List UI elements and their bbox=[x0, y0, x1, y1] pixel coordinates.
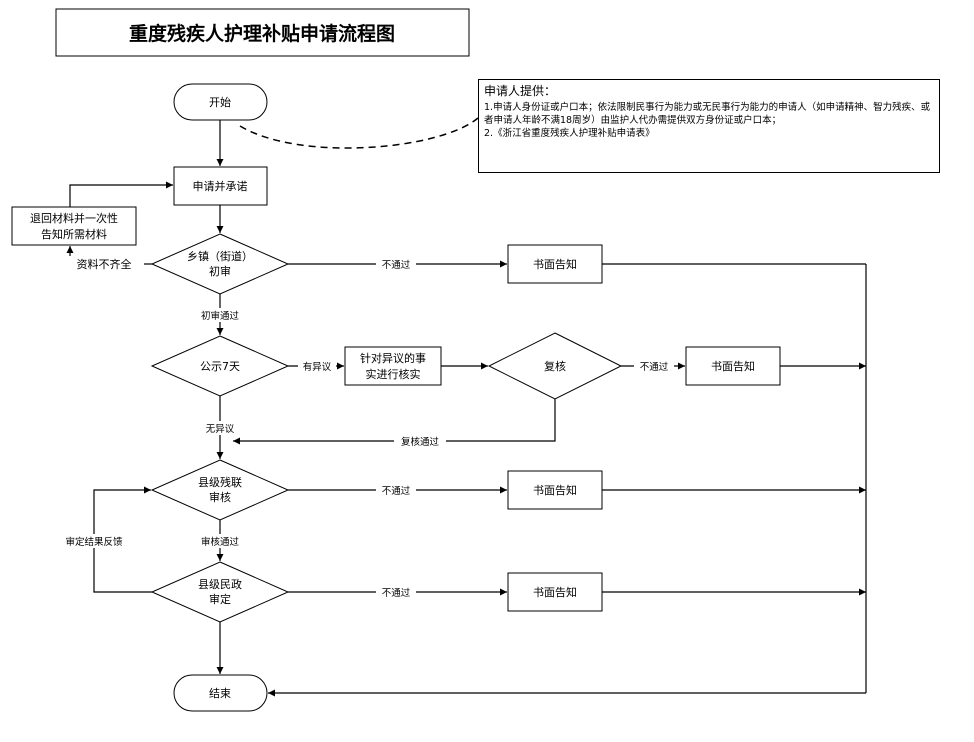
county-civil-label-2: 审定 bbox=[209, 592, 231, 606]
label-fail-1: 不通过 bbox=[382, 259, 411, 271]
arrow-recheck-pass bbox=[233, 399, 556, 445]
note-item-2: 2.《浙江省重度残疾人护理补贴申请表》 bbox=[484, 128, 655, 139]
label-recheck-pass: 复核通过 bbox=[401, 436, 440, 448]
label-first-pass: 初审通过 bbox=[201, 310, 240, 322]
county-civil-diamond bbox=[150, 561, 290, 623]
town-review-diamond bbox=[150, 233, 290, 295]
verify-node bbox=[344, 346, 442, 386]
town-label-1: 乡镇（街道） bbox=[187, 249, 253, 263]
label-fail-4: 不通过 bbox=[382, 587, 411, 599]
title-box bbox=[55, 8, 470, 57]
verify-label-2: 实进行核实 bbox=[366, 367, 421, 381]
written-notice-3 bbox=[507, 470, 603, 510]
written-notice-3-label: 书面告知 bbox=[533, 483, 577, 497]
end-node bbox=[173, 674, 268, 712]
note-heading: 申请人提供： bbox=[484, 84, 557, 98]
applicant-requirements-note: 申请人提供： 1.申请人身份证或户口本；依法限制民事行为能力或无民事行为能力的申… bbox=[478, 79, 940, 173]
label-incomplete: 资料不齐全 bbox=[77, 257, 132, 271]
apply-node bbox=[173, 166, 268, 206]
verify-label-1: 针对异议的事 bbox=[360, 351, 426, 365]
label-fail-2: 不通过 bbox=[640, 361, 669, 373]
county-dpf-diamond bbox=[150, 459, 290, 521]
written-notice-2 bbox=[685, 346, 781, 386]
label-no-objection: 无异议 bbox=[206, 424, 235, 435]
town-label-2: 初审 bbox=[209, 264, 231, 278]
return-label-1: 退回材料并一次性 bbox=[30, 211, 118, 225]
return-node bbox=[11, 206, 137, 246]
apply-label: 申请并承诺 bbox=[193, 179, 248, 193]
county-dpf-label-1: 县级残联 bbox=[198, 475, 242, 489]
end-label: 结束 bbox=[209, 687, 231, 700]
callout-connector bbox=[239, 117, 479, 149]
label-review-pass: 审核通过 bbox=[201, 536, 240, 548]
written-notice-4-label: 书面告知 bbox=[533, 585, 577, 599]
written-notice-1-label: 书面告知 bbox=[533, 257, 577, 271]
county-civil-label-1: 县级民政 bbox=[198, 577, 242, 591]
label-has-objection: 有异议 bbox=[303, 361, 332, 373]
arrow-return-apply bbox=[69, 181, 173, 207]
return-label-2: 告知所需材料 bbox=[41, 227, 107, 241]
written-notice-2-label: 书面告知 bbox=[711, 359, 755, 373]
recheck-label: 复核 bbox=[544, 359, 566, 373]
written-notice-1 bbox=[507, 244, 603, 284]
start-label: 开始 bbox=[209, 95, 231, 109]
label-fail-3: 不通过 bbox=[382, 485, 411, 497]
label-feedback: 审定结果反馈 bbox=[65, 536, 123, 548]
note-item-1: 1.申请人身份证或户口本；依法限制民事行为能力或无民事行为能力的申请人（如申请精… bbox=[484, 102, 931, 126]
page-title: 重度残疾人护理补贴申请流程图 bbox=[129, 22, 395, 45]
publicity-label: 公示7天 bbox=[200, 360, 240, 373]
county-dpf-label-2: 审核 bbox=[209, 490, 231, 504]
